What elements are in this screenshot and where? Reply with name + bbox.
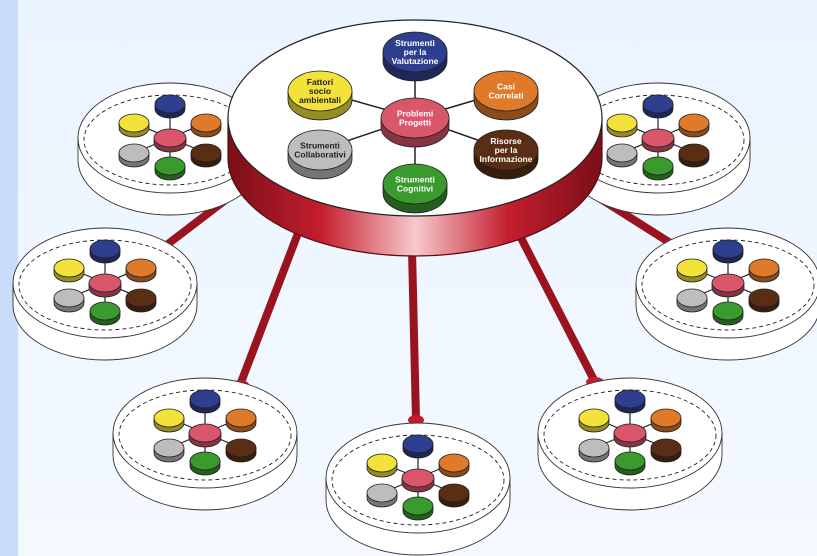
satellite-node-valutazione: [614, 389, 646, 414]
satellite-node-cognitivi: [89, 301, 121, 326]
satellite-mid-right: [635, 227, 817, 361]
satellite-node-socio: [676, 258, 708, 283]
satellite-node-cognitivi: [189, 451, 221, 476]
satellite-node-valutazione: [89, 239, 121, 264]
satellites-group: [12, 82, 817, 556]
satellite-node-cognitivi: [712, 301, 744, 326]
node-collaborativi-label-line: Collaborativi: [294, 150, 345, 160]
satellite-node-socio: [578, 408, 610, 433]
connector-left-lower: [236, 224, 304, 389]
satellite-top-left: [77, 82, 263, 216]
satellite-bottom-left: [112, 377, 298, 511]
satellite-node-valutazione: [189, 389, 221, 414]
satellite-node-risorse: [438, 483, 470, 508]
satellite-node-collaborativi: [366, 483, 398, 508]
connector-end-cap: [408, 415, 424, 425]
satellite-node-valutazione: [642, 94, 674, 119]
satellite-node-collaborativi: [606, 143, 638, 168]
satellite-node-risorse: [748, 288, 780, 313]
satellite-node-cognitivi: [642, 156, 674, 181]
node-risorse-label-line: Informazione: [480, 154, 533, 164]
satellite-node-casi: [650, 408, 682, 433]
satellite-node-hub: [188, 423, 222, 448]
satellite-mid-left: [12, 227, 198, 361]
satellite-node-socio: [118, 113, 150, 138]
node-valutazione-label-line: Strumenti: [395, 38, 435, 48]
satellite-node-risorse: [678, 143, 710, 168]
node-cognitivi-label-line: Cognitivi: [397, 184, 433, 194]
node-hub-label-line: Problemi: [397, 109, 433, 119]
satellite-node-risorse: [125, 288, 157, 313]
satellite-node-casi: [125, 258, 157, 283]
satellite-node-hub: [641, 128, 675, 153]
satellite-node-valutazione: [712, 239, 744, 264]
satellite-node-valutazione: [154, 94, 186, 119]
node-socio-label-line: ambientali: [299, 95, 341, 105]
satellite-node-socio: [53, 258, 85, 283]
node-casi-label-line: Casi: [497, 82, 515, 92]
satellite-node-casi: [190, 113, 222, 138]
node-risorse-label-line: per la: [495, 145, 518, 155]
satellite-node-risorse: [190, 143, 222, 168]
satellite-bottom-center: [325, 422, 511, 556]
satellite-node-cognitivi: [402, 496, 434, 521]
satellite-node-hub: [613, 423, 647, 448]
node-casi-label-line: Correlati: [489, 91, 524, 101]
satellite-node-casi: [748, 258, 780, 283]
left-margin-band: [0, 0, 18, 556]
node-valutazione-label-line: per la: [404, 47, 427, 57]
satellite-node-hub: [153, 128, 187, 153]
satellite-node-hub: [401, 468, 435, 493]
connector-right-lower: [514, 228, 599, 386]
node-risorse-label-line: Risorse: [490, 136, 521, 146]
connector-bottom: [408, 246, 420, 424]
satellite-node-collaborativi: [118, 143, 150, 168]
node-collaborativi-label-line: Strumenti: [300, 141, 340, 151]
satellite-node-socio: [366, 453, 398, 478]
node-hub-label-line: Progetti: [399, 118, 431, 128]
satellite-top-right: [565, 82, 751, 216]
satellite-node-collaborativi: [676, 288, 708, 313]
node-valutazione-label-line: Valutazione: [392, 56, 439, 66]
satellite-bottom-right: [537, 377, 723, 511]
satellite-node-socio: [606, 113, 638, 138]
satellite-node-casi: [438, 453, 470, 478]
satellite-node-hub: [711, 273, 745, 298]
satellite-node-casi: [678, 113, 710, 138]
satellite-node-risorse: [650, 438, 682, 463]
satellite-node-collaborativi: [153, 438, 185, 463]
satellite-node-cognitivi: [154, 156, 186, 181]
satellite-node-valutazione: [402, 434, 434, 459]
satellite-node-collaborativi: [578, 438, 610, 463]
satellite-node-cognitivi: [614, 451, 646, 476]
node-socio-label-line: socio: [309, 86, 331, 96]
satellite-node-hub: [88, 273, 122, 298]
node-cognitivi-label-line: Strumenti: [395, 175, 435, 185]
satellite-node-collaborativi: [53, 288, 85, 313]
node-socio-label-line: Fattori: [307, 77, 333, 87]
satellite-node-risorse: [225, 438, 257, 463]
satellite-node-casi: [225, 408, 257, 433]
satellite-node-socio: [153, 408, 185, 433]
